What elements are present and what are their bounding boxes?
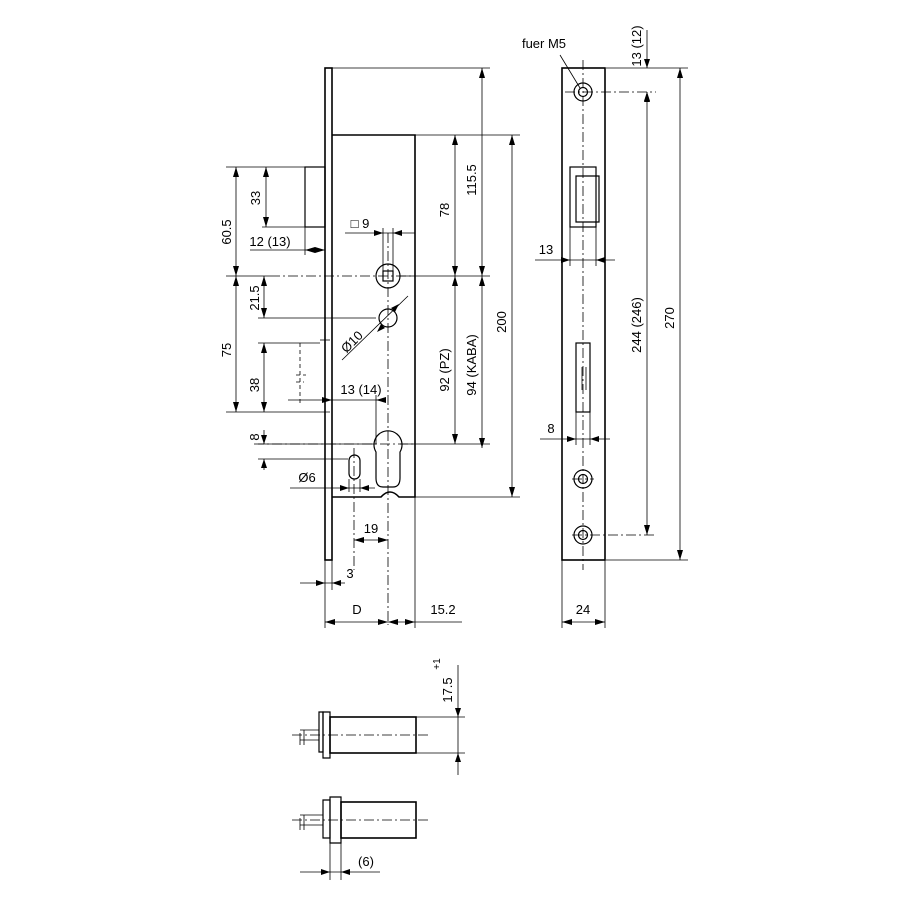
cylinder-cutout: [373, 430, 403, 488]
label-D: D: [352, 602, 361, 617]
label-15-2: 15.2: [430, 602, 455, 617]
label-13-14: 13 (14): [340, 382, 381, 397]
bolt-opening: [575, 342, 591, 413]
bolt-detail-lower: [292, 796, 430, 880]
label-12-13: 12 (13): [249, 234, 290, 249]
label-115-5: 115.5: [464, 164, 479, 196]
label-phi6: Ø6: [298, 470, 315, 485]
faceplate-side-view: [561, 60, 656, 570]
latch-opening: [569, 166, 597, 228]
label-8: 8: [247, 433, 262, 440]
latch-bolt: [304, 166, 326, 228]
label-6: (6): [358, 854, 374, 869]
side-dimensions: [535, 30, 688, 628]
label-13-side: 13: [539, 242, 553, 257]
label-tolerance: +1: [432, 658, 443, 670]
label-17-5: 17.5: [440, 677, 455, 702]
label-200: 200: [494, 311, 509, 333]
label-92-pz: 92 (PZ): [437, 348, 452, 391]
label-8-side: 8: [547, 421, 554, 436]
lock-front-view: [254, 67, 416, 625]
lock-case: [332, 134, 416, 498]
label-21-5: 21.5: [247, 285, 262, 310]
label-33: 33: [248, 191, 263, 205]
hole-phi6: [348, 454, 361, 480]
label-94-kaba: 94 (KABA): [464, 334, 479, 395]
faceplate: [324, 67, 333, 561]
label-38: 38: [247, 378, 262, 392]
label-13-12: 13 (12): [629, 25, 644, 66]
hidden-bolt: [296, 343, 306, 405]
label-19: 19: [364, 521, 378, 536]
faceplate-outline: [561, 67, 606, 561]
label-square-9: □ 9: [351, 216, 370, 231]
label-244-246: 244 (246): [629, 297, 644, 353]
label-60-5: 60.5: [219, 219, 234, 244]
bolt-detail-upper: [292, 665, 465, 775]
front-dimensions: [226, 67, 520, 628]
label-75: 75: [219, 343, 234, 357]
label-fuer-m5: fuer M5: [522, 36, 566, 51]
dimension-labels: 33 60.5 12 (13) □ 9 21.5 75 38 Ø10 13 (1…: [219, 25, 677, 869]
label-3: 3: [346, 566, 353, 581]
label-78: 78: [437, 203, 452, 217]
label-24: 24: [576, 602, 590, 617]
label-phi10: Ø10: [338, 328, 366, 356]
label-270: 270: [662, 307, 677, 329]
